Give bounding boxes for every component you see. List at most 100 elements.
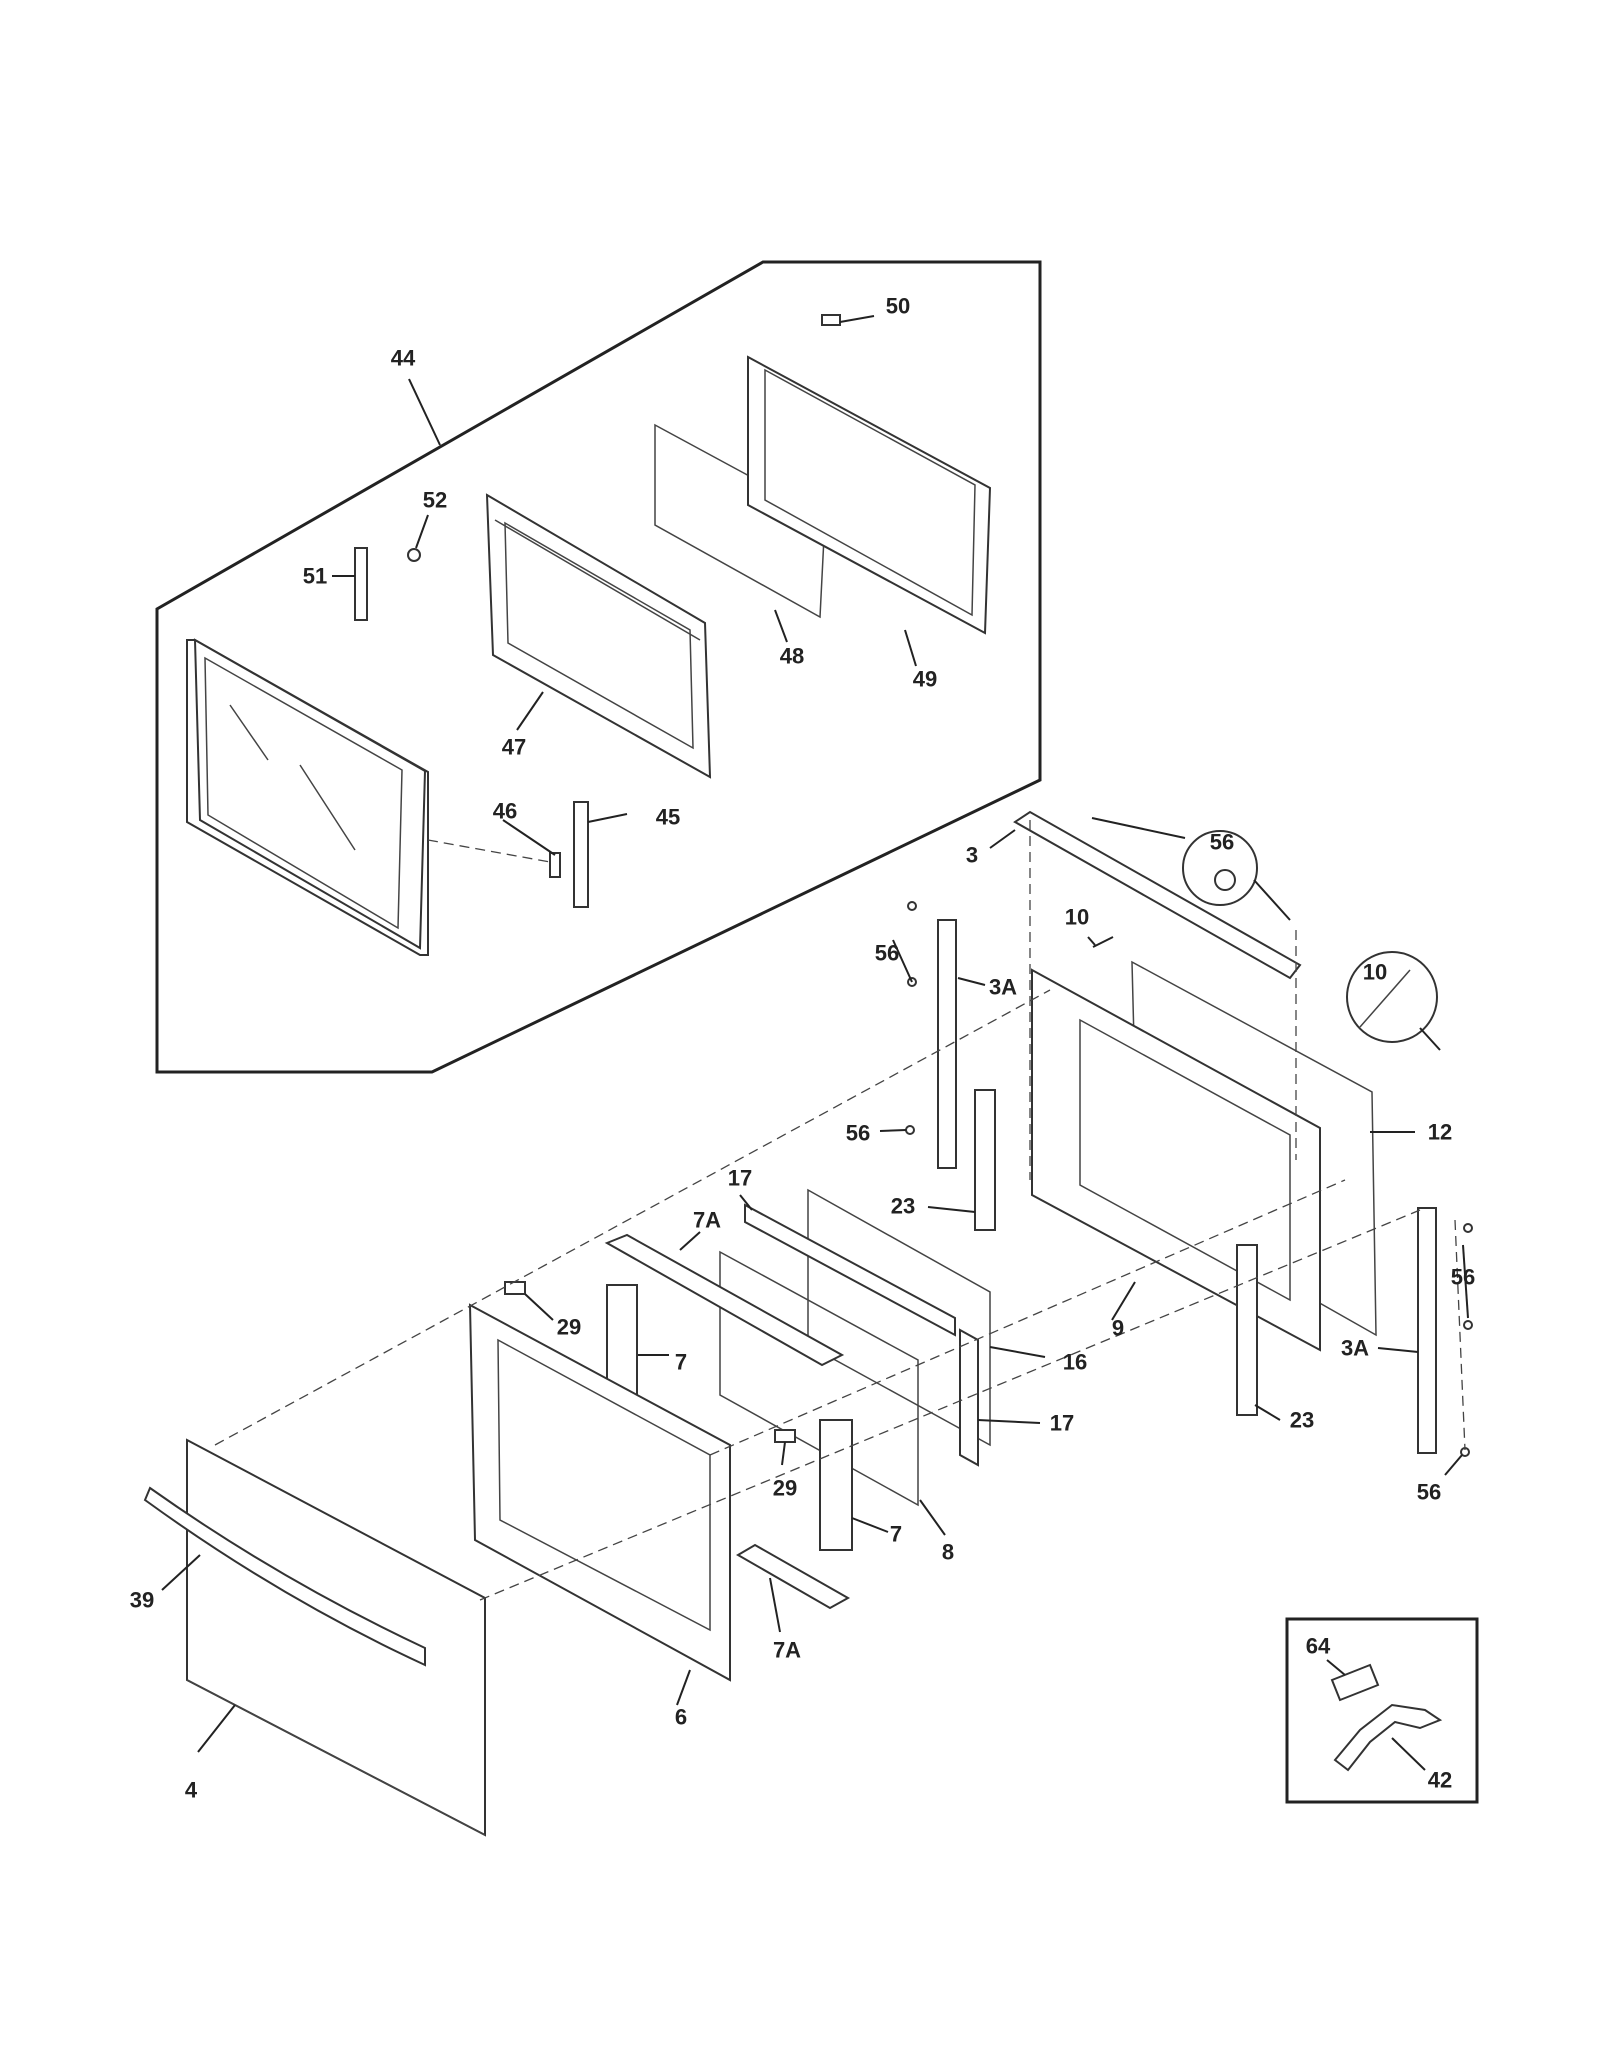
pin-29-bottom [774,1429,796,1443]
leader-46 [502,819,556,856]
callout-3A-left: 3A [989,975,1017,1000]
leader-56-top [1091,817,1186,839]
leader-29-top [524,1293,554,1321]
screw-56-right-b [1463,1320,1473,1330]
leader-56-left-mid [879,1129,907,1132]
bar-7A-bottom [736,1543,851,1610]
callout-12: 12 [1428,1120,1452,1145]
screw-56-detail-circle [1182,830,1258,906]
leader-52 [415,514,429,549]
clip-46 [549,852,561,878]
callout-49: 49 [913,667,937,692]
callout-4: 4 [185,1778,198,1803]
block-7-bottom [819,1419,853,1551]
leader-39 [161,1554,201,1591]
callout-17-top: 17 [728,1166,752,1191]
callout-3: 3 [966,843,978,868]
leader-56-bottom [1444,1454,1463,1476]
channel-3A-left [937,919,957,1169]
dash-46-glass [427,839,551,863]
leader-48 [774,609,788,643]
callout-16: 16 [1063,1350,1087,1375]
leader-44 [408,378,441,446]
leader-3 [989,829,1016,849]
dash-line-3 [709,1179,1346,1456]
callout-17-bottom: 17 [1050,1411,1074,1436]
leader-4 [197,1704,236,1753]
bracket-51 [354,547,368,621]
pin-29-top [504,1281,526,1295]
glass-16 [807,1188,991,1447]
screw-56-left-mid [905,1125,915,1135]
hinge-23-left [974,1089,996,1231]
callout-7-bottom: 7 [890,1522,902,1547]
callout-23-left: 23 [891,1194,915,1219]
clip-50 [821,314,841,326]
leader-6 [676,1669,691,1706]
screw-56-left-top [907,901,917,911]
callout-46: 46 [493,799,517,824]
screw-56-detail-head [1214,869,1236,891]
callout-29-top: 29 [557,1315,581,1340]
callout-7A-top: 7A [693,1208,721,1233]
leader-10-a [1087,936,1096,946]
leader-56-left-top [892,939,913,983]
leader-47 [516,691,544,731]
inner-door-panel-6 [468,1303,731,1682]
leader-42 [1391,1737,1426,1771]
screw-52 [407,548,421,562]
glass-frame-49 [747,355,992,635]
leader-50 [839,315,875,323]
leader-56-right [1462,1244,1469,1319]
leader-16 [989,1346,1046,1358]
bracket-42 [1333,1703,1443,1772]
glass-pack-17-top [744,1203,956,1337]
pad-64 [1330,1663,1380,1702]
leader-7A-bottom [769,1577,781,1633]
door-assembly-inset-box [155,260,1042,1074]
inner-door-frame-47 [485,493,712,779]
door-liner-9 [1031,968,1321,1352]
leader-7A-top [679,1231,701,1251]
leader-45 [587,813,628,823]
callout-56-top: 56 [1210,830,1234,855]
channel-3A-right [1417,1207,1437,1454]
leader-7-bottom [851,1517,889,1533]
callout-56-left-top: 56 [875,941,899,966]
bolt-10-detail-shaft [1359,969,1411,1028]
callout-50: 50 [886,294,910,319]
bolt-10-detail-circle [1346,951,1438,1043]
leader-29-bottom [781,1441,786,1466]
dash-line-1 [214,989,1051,1446]
callout-7-top: 7 [675,1350,687,1375]
top-vent-trim-3 [1013,810,1302,980]
leader-23-right [1254,1404,1281,1421]
callout-56-bottom: 56 [1417,1480,1441,1505]
block-7-top [606,1284,638,1401]
callout-52: 52 [423,488,447,513]
callout-7A-bottom: 7A [773,1638,801,1663]
callout-3A-right: 3A [1341,1336,1369,1361]
callout-10-a: 10 [1065,905,1089,930]
callout-45: 45 [656,805,680,830]
bar-7A-top [604,1233,845,1367]
leader-8 [919,1499,946,1536]
glass-panel-8 [719,1250,919,1507]
callout-48: 48 [780,644,804,669]
leader-10-b [1419,1027,1441,1051]
callout-51: 51 [303,564,327,589]
leader-17-top [739,1194,753,1211]
callout-47: 47 [502,735,526,760]
bolt-10-small [1092,936,1114,948]
callout-29-bottom: 29 [773,1476,797,1501]
dash-line-2 [479,1209,1421,1601]
callout-64: 64 [1306,1634,1331,1659]
callout-6: 6 [675,1705,687,1730]
leader-3A-left [957,977,986,986]
hinge-23-right [1236,1244,1258,1416]
leader-3A-right [1377,1347,1419,1353]
handle-39 [143,1486,426,1667]
callout-42: 42 [1428,1768,1452,1793]
hinge-bracket-45 [573,801,589,908]
